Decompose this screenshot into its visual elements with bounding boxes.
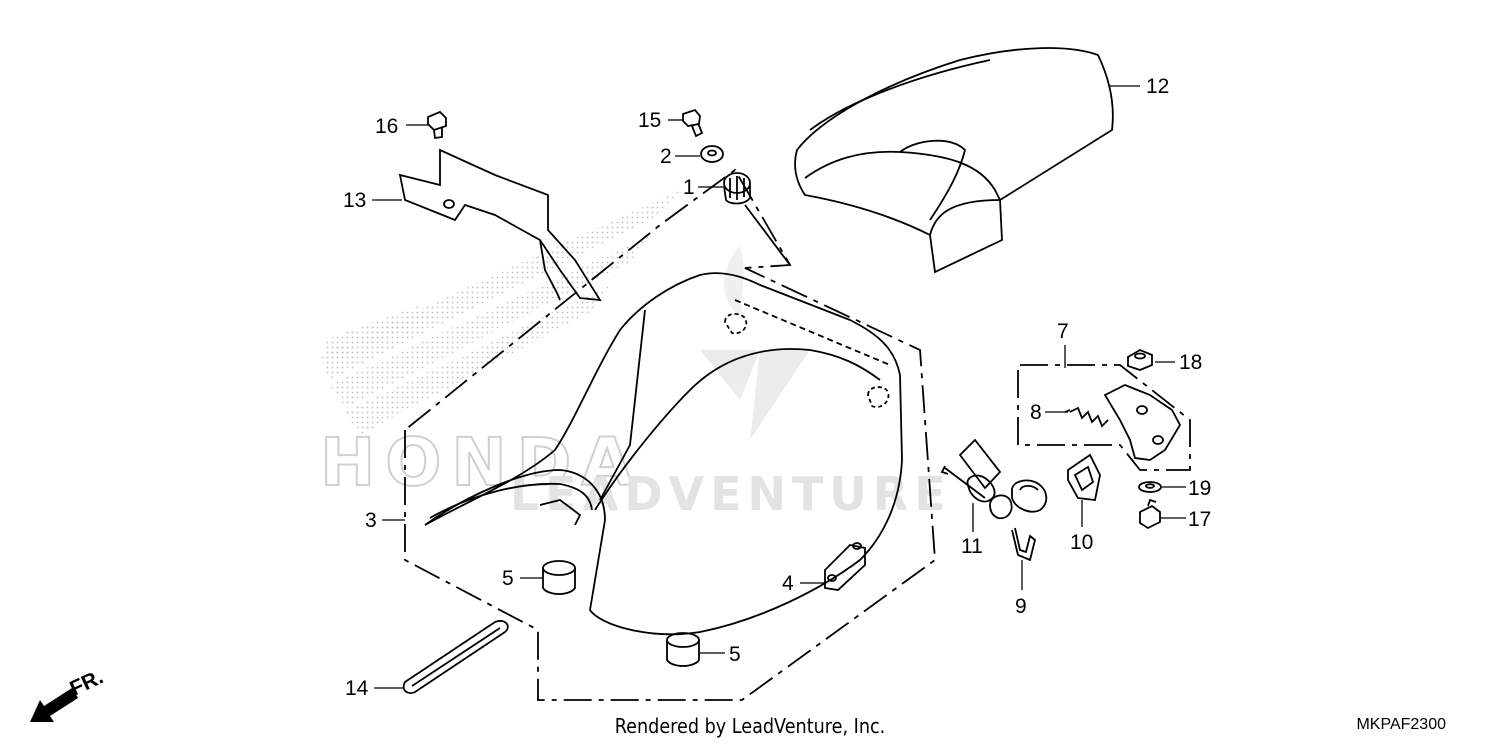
callout-19: 19: [1188, 477, 1211, 500]
callout-9: 9: [1015, 595, 1027, 618]
callout-3: 3: [365, 509, 377, 532]
callout-14: 14: [345, 677, 369, 700]
render-credit: Rendered by LeadVenture, Inc.: [614, 714, 886, 738]
front-seat: [424, 272, 903, 636]
plate-10: [1067, 453, 1101, 501]
callout-13: 13: [343, 189, 366, 212]
callout-10: 10: [1070, 531, 1093, 554]
washer-19: [1138, 481, 1162, 493]
diagram-code: MKPAF2300: [1356, 716, 1446, 733]
leadventure-logo-watermark: [700, 245, 810, 440]
strap-14: [402, 620, 509, 695]
callout-4: 4: [782, 572, 794, 595]
callout-5-upper: 5: [502, 567, 514, 590]
bolt-16: [427, 110, 447, 140]
callout-2: 2: [660, 145, 672, 168]
callout-12: 12: [1146, 75, 1169, 98]
honda-text-watermark: HONDA: [320, 424, 642, 501]
callout-18: 18: [1179, 351, 1202, 374]
callout-17: 17: [1188, 508, 1211, 531]
callout-5-lower: 5: [729, 643, 741, 666]
bracket-13: [398, 148, 602, 302]
grommet-1: [723, 172, 791, 266]
seat-assembly-frame: [404, 168, 936, 701]
callout-11: 11: [961, 535, 983, 558]
bracket-4: [824, 542, 866, 591]
spring-8: [1064, 406, 1109, 428]
cushion-5-upper: [542, 560, 576, 595]
nut-18: [1127, 348, 1153, 371]
callout-8: 8: [1030, 401, 1042, 424]
washer-2: [700, 145, 724, 163]
bolt-17: [1139, 498, 1161, 530]
callout-16: 16: [375, 115, 398, 138]
cushion-5-lower: [666, 632, 700, 667]
callout-15: 15: [638, 109, 661, 132]
rear-seat: [794, 47, 1114, 274]
callout-7: 7: [1057, 320, 1069, 343]
callout-1: 1: [683, 176, 695, 199]
leader-lines: [372, 85, 1186, 689]
bolt-15: [682, 108, 704, 138]
latch-7: [1103, 384, 1182, 461]
key-lock-11: [940, 438, 1048, 520]
clip-9: [1011, 527, 1037, 562]
latch-group-frame: [1017, 364, 1191, 471]
front-arrow-icon: [30, 688, 78, 722]
honda-wing-watermark: [320, 190, 680, 435]
callout-labels: 1 2 3 4 5 5 7 8 9 10 11 12 13 14 15 16 1…: [343, 75, 1211, 700]
